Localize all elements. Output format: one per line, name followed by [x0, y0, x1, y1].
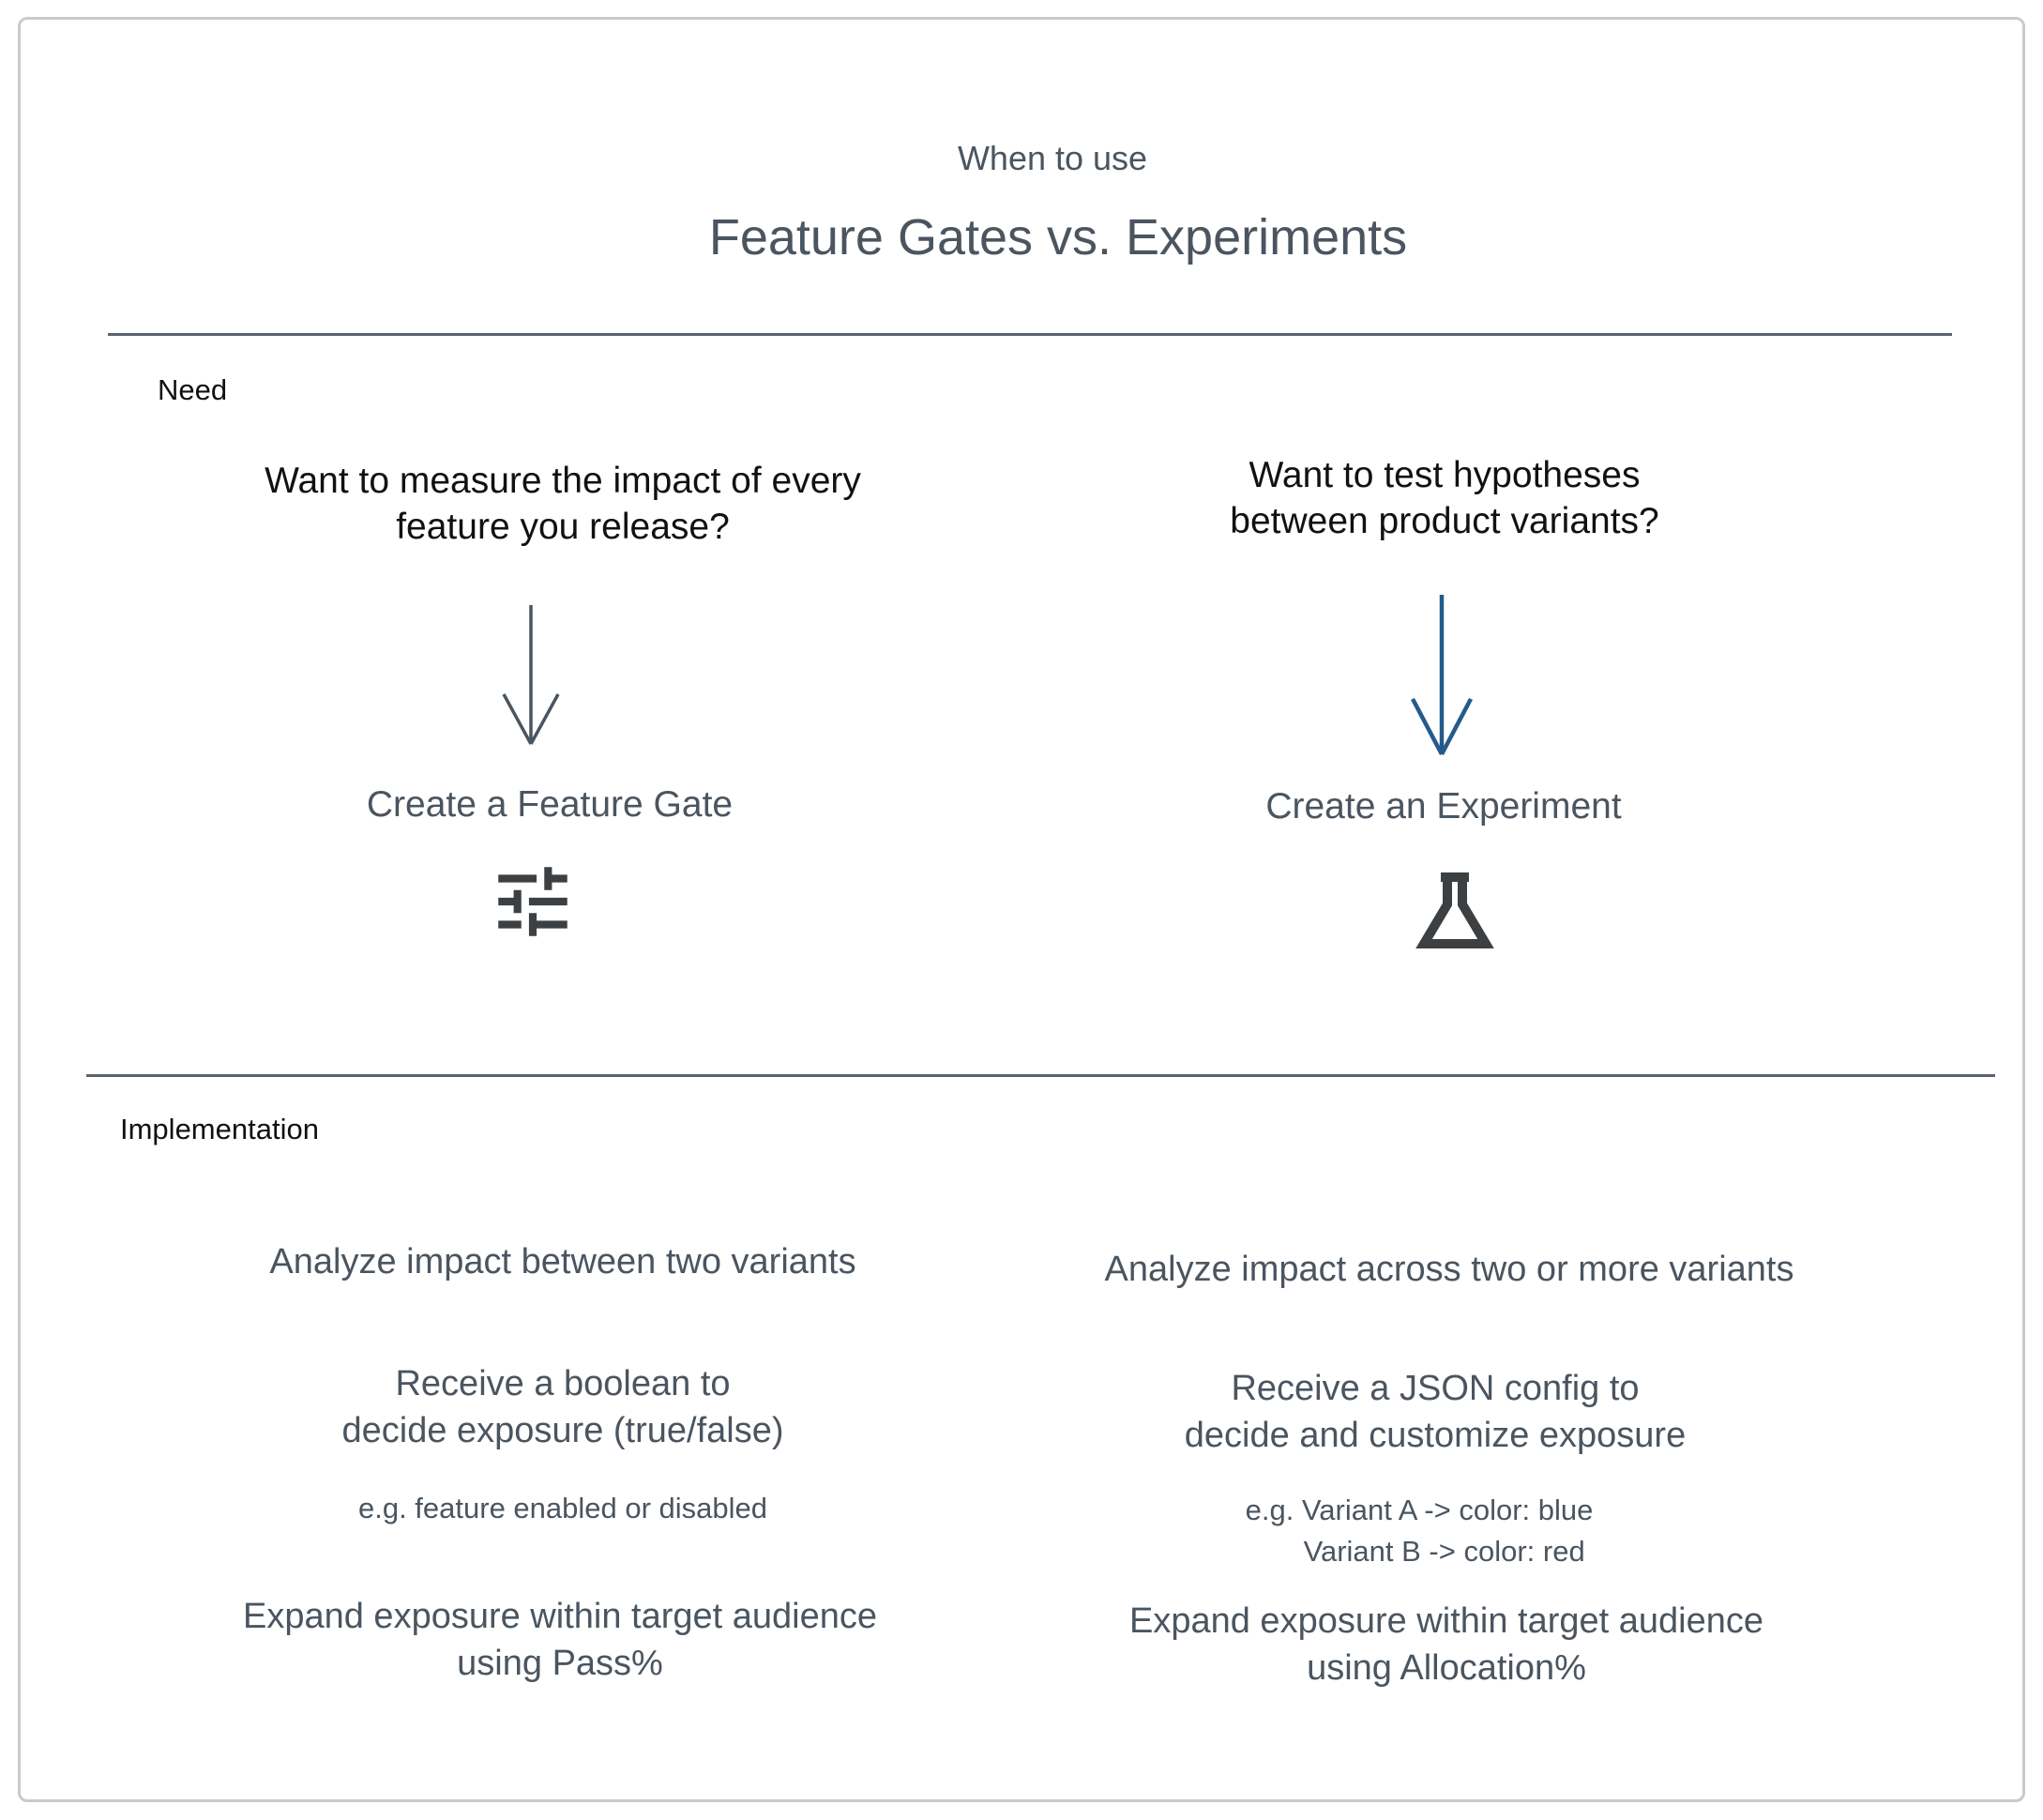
impl-left-row2-line1: Receive a boolean to — [395, 1364, 731, 1403]
feature-gate-question-line2: feature you release? — [396, 507, 730, 547]
page-frame — [18, 17, 2025, 1802]
experiment-question: Want to test hypotheses between product … — [1230, 452, 1658, 544]
impl-right-row2-line1: Receive a JSON config to — [1231, 1369, 1640, 1408]
create-experiment-label: Create an Experiment — [1265, 786, 1622, 827]
impl-right-row3: Expand exposure within target audience u… — [1129, 1598, 1763, 1691]
impl-left-row2: Receive a boolean to decide exposure (tr… — [341, 1360, 783, 1454]
impl-left-row3-line1: Expand exposure within target audience — [242, 1597, 878, 1636]
impl-right-row3-line1: Expand exposure within target audience — [1128, 1601, 1764, 1641]
impl-left-row2-example: e.g. feature enabled or disabled — [357, 1492, 768, 1524]
experiment-question-line1: Want to test hypotheses — [1248, 455, 1641, 495]
arrow-down-gray-icon — [494, 603, 568, 748]
impl-right-row2-example-line2: Variant B -> color: red — [1303, 1535, 1585, 1568]
arrow-down-blue-icon — [1405, 593, 1478, 758]
impl-right-row2: Receive a JSON config to decide and cust… — [1185, 1365, 1686, 1459]
impl-left-row1: Analyze impact between two variants — [269, 1242, 856, 1282]
tune-sliders-icon — [487, 856, 579, 948]
implementation-section-label: Implementation — [120, 1113, 319, 1145]
eyebrow-text: When to use — [957, 139, 1148, 177]
impl-right-row1: Analyze impact across two or more varian… — [1104, 1250, 1794, 1289]
implementation-section-divider — [86, 1074, 1995, 1077]
flask-icon — [1408, 863, 1502, 957]
impl-right-row2-example: e.g. Variant A -> color: blue Variant B … — [1246, 1490, 1594, 1572]
impl-left-row2-line2: decide exposure (true/false) — [341, 1411, 784, 1450]
need-section-divider — [108, 333, 1952, 336]
page-title: Feature Gates vs. Experiments — [708, 209, 1408, 265]
create-feature-gate-label: Create a Feature Gate — [366, 784, 734, 825]
experiment-question-line2: between product variants? — [1230, 501, 1659, 541]
need-section-label: Need — [158, 373, 228, 406]
feature-gate-question: Want to measure the impact of every feat… — [265, 458, 861, 550]
impl-right-row2-example-line1: e.g. Variant A -> color: blue — [1245, 1494, 1594, 1526]
impl-left-row3-line2: using Pass% — [457, 1644, 663, 1683]
impl-right-row3-line2: using Allocation% — [1307, 1648, 1586, 1688]
feature-gate-question-line1: Want to measure the impact of every — [265, 461, 861, 501]
impl-left-row3: Expand exposure within target audience u… — [243, 1593, 877, 1687]
impl-right-row2-line2: decide and customize exposure — [1184, 1416, 1687, 1455]
